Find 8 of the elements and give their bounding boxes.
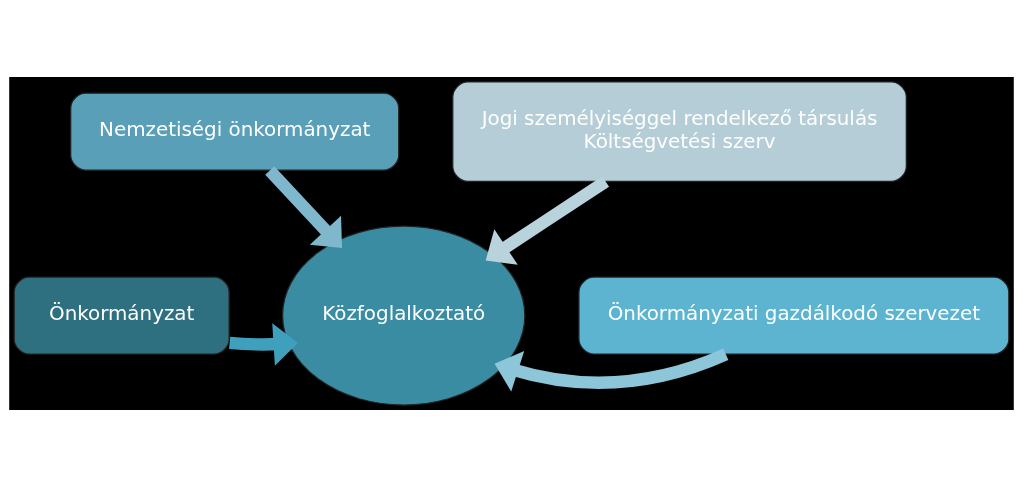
arrow [485,175,610,265]
arrow [265,165,343,248]
arrow [229,322,298,366]
node-box: Jogi személyiséggel rendelkező társulás Költségvetési szerv [452,80,907,182]
arrow [494,347,729,392]
node-box: Nemzetiségi önkormányzat [70,92,400,171]
node-box: Önkormányzati gazdálkodó szervezet [578,275,1010,355]
node-box: Önkormányzat [13,275,230,355]
